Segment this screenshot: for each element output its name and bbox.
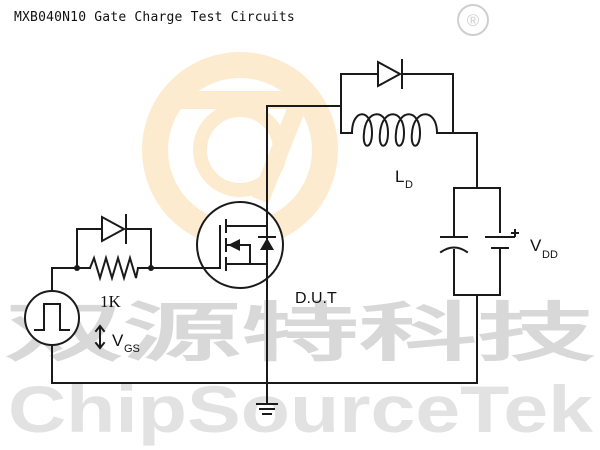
supply-label-sub: DD	[542, 249, 558, 261]
battery-icon	[485, 229, 519, 257]
gate-resistor-icon	[88, 254, 140, 282]
inductor-icon	[350, 113, 439, 147]
inductor-label-sub: D	[405, 179, 413, 191]
dut-label: D.U.T	[295, 290, 337, 307]
resistor-label: 1K	[100, 292, 122, 311]
circuit-wires	[51, 73, 501, 405]
ground-symbol-icon	[256, 403, 278, 415]
supply-label: V	[530, 236, 542, 255]
page-title: MXB040N10 Gate Charge Test Circuits	[14, 10, 295, 25]
capacitor-icon	[439, 236, 469, 254]
registered-mark-letter: ®	[467, 11, 480, 30]
gate-voltage-label-sub: GS	[124, 343, 140, 355]
freewheel-diode-icon	[377, 59, 403, 89]
pulse-source-icon	[24, 290, 80, 346]
inductor-label: L	[395, 167, 404, 186]
junction-dots	[74, 265, 154, 271]
registered-mark-icon: ®	[457, 4, 489, 36]
dut-mosfet-icon	[195, 201, 284, 289]
watermark-chinese-text: 双源特科技	[5, 297, 595, 371]
watermark-english-text: ChipSourceTek	[8, 372, 593, 446]
vgs-arrow-icon	[94, 324, 106, 350]
gate-voltage-label: V	[112, 331, 124, 350]
gate-diode-icon	[101, 214, 127, 244]
